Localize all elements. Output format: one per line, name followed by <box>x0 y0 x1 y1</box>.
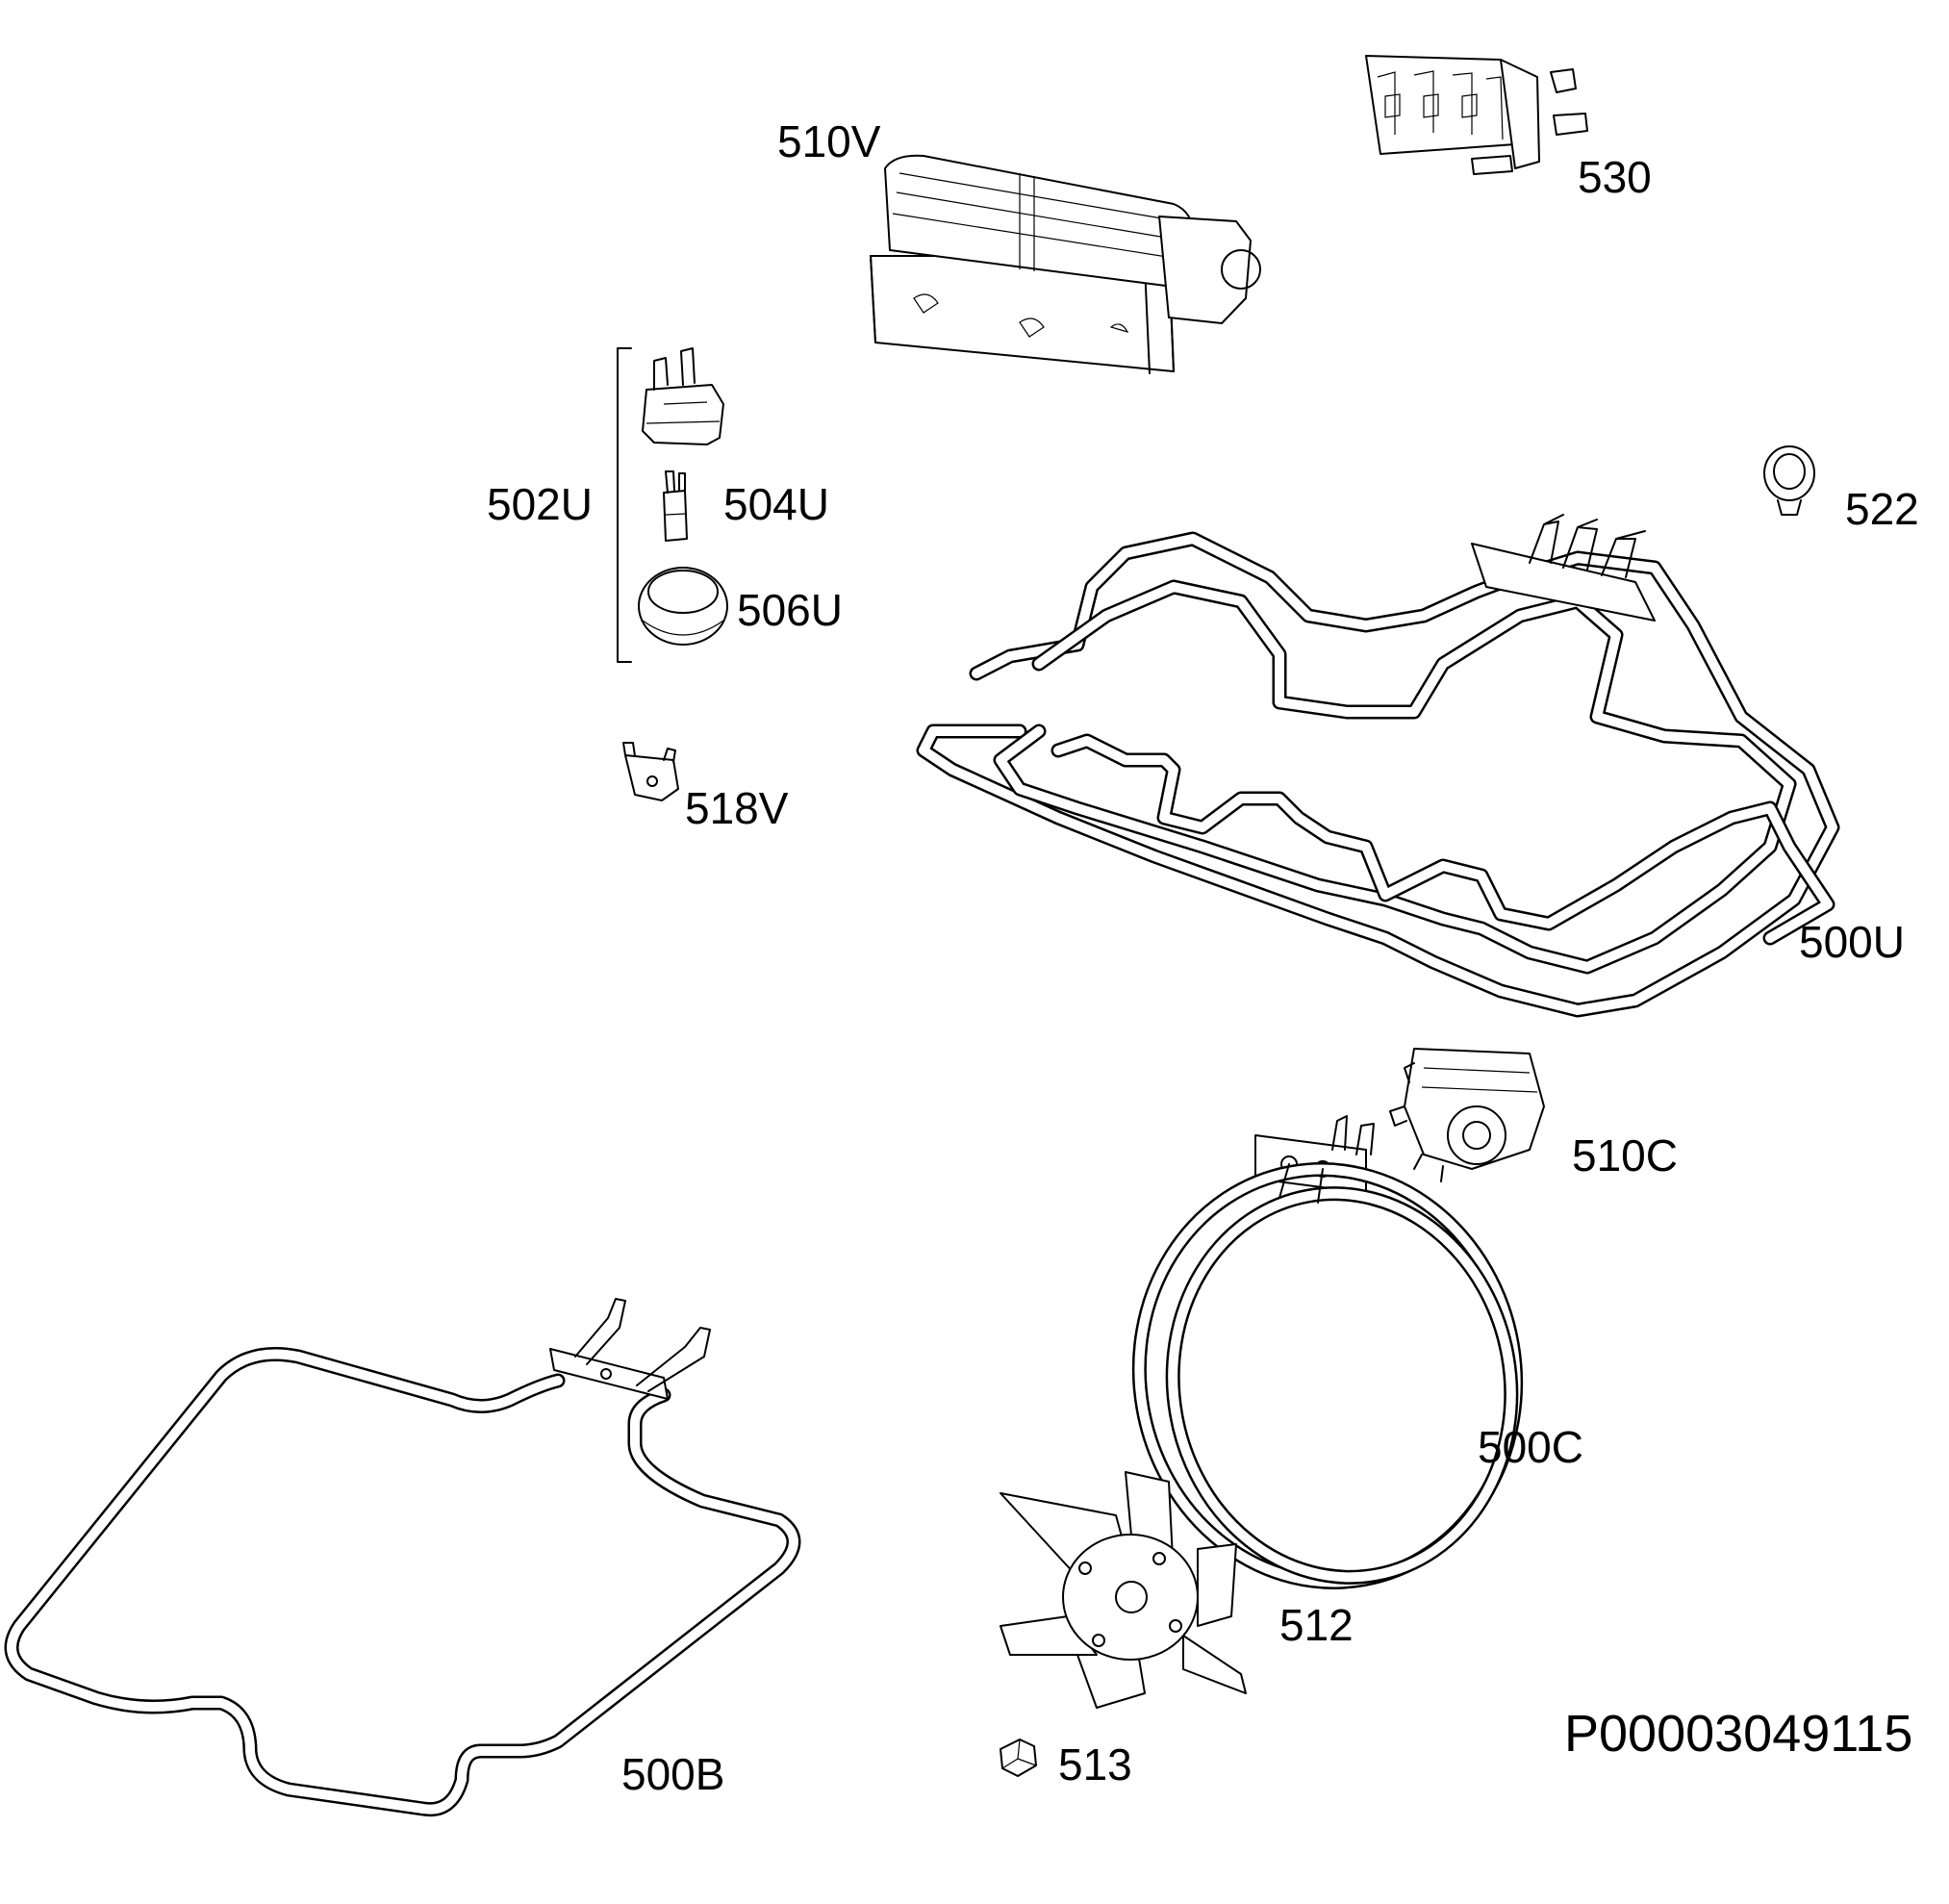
convection-fan-motor-part <box>1389 1048 1545 1182</box>
label-506u: 506U <box>737 585 843 635</box>
reference-code: P00003049115 <box>1564 1705 1912 1763</box>
label-512: 512 <box>1279 1600 1354 1650</box>
terminal-block-part <box>1365 55 1588 175</box>
label-504u: 504U <box>723 479 829 529</box>
nut-part <box>1000 1739 1037 1777</box>
assembly-bracket <box>617 347 632 663</box>
upper-heating-element-part <box>916 514 1840 1018</box>
label-510c: 510C <box>1572 1130 1678 1180</box>
label-530: 530 <box>1578 152 1652 202</box>
label-510v: 510V <box>777 116 881 166</box>
bottom-heating-element-part <box>4 1298 801 1817</box>
bracket-518v-part <box>622 742 679 801</box>
label-500b: 500B <box>621 1749 724 1799</box>
fan-blade-part <box>1000 1471 1247 1709</box>
lamp-cover-part <box>638 567 728 646</box>
label-522: 522 <box>1845 484 1919 534</box>
label-518v: 518V <box>685 783 789 833</box>
label-500u: 500U <box>1799 917 1905 967</box>
label-500c: 500C <box>1478 1422 1583 1472</box>
clip-522-part <box>1763 445 1815 516</box>
circular-heating-element-part <box>1131 1115 1524 1589</box>
lamp-bulb-part <box>663 470 688 542</box>
label-502u: 502U <box>487 479 593 529</box>
lamp-holder-part <box>642 347 724 445</box>
label-513: 513 <box>1058 1739 1132 1790</box>
tangential-fan-motor-part <box>870 154 1261 374</box>
